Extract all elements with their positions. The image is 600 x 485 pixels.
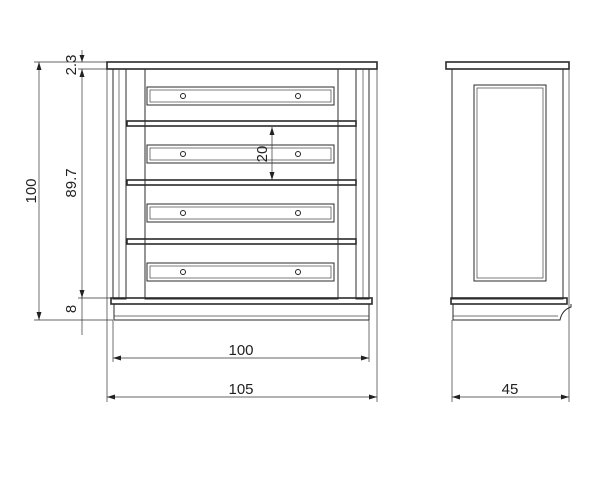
label-plinth-height: 8 [63, 305, 80, 313]
label-overall-width: 105 [228, 381, 253, 398]
label-body-height: 89.7 [63, 168, 80, 197]
dimension-lines [34, 50, 570, 402]
side-base-profile [452, 304, 572, 321]
shelf-1 [126, 120, 357, 127]
side-view [445, 61, 572, 321]
drawer-1 [146, 86, 335, 106]
label-inner-width: 100 [228, 342, 253, 359]
label-drawer-spacing: 20 [254, 146, 271, 163]
drawer-3-knob-right [295, 210, 301, 216]
drawer-2-knob-right [295, 151, 301, 157]
drawer-3 [146, 203, 335, 223]
side-top-slab [445, 61, 570, 70]
drawer-2-knob-left [180, 151, 186, 157]
drawer-2 [146, 144, 335, 164]
label-depth: 45 [502, 381, 519, 398]
side-plinth [450, 297, 568, 305]
front-inner-frame [144, 68, 339, 300]
side-panel [473, 84, 547, 282]
drawer-1-knob-right [295, 93, 301, 99]
shelf-3 [126, 238, 357, 245]
side-body [451, 68, 564, 300]
drawer-3-knob-left [180, 210, 186, 216]
drawer-4-knob-left [180, 269, 186, 275]
front-plinth [110, 297, 373, 305]
shelf-2 [126, 179, 357, 186]
front-top-slab [106, 61, 378, 70]
label-total-height: 100 [23, 178, 40, 203]
front-view [106, 61, 378, 321]
drawer-4 [146, 262, 335, 282]
front-left-post [112, 68, 127, 300]
front-right-post [355, 68, 370, 300]
label-top-thickness: 2.3 [63, 55, 80, 76]
drawer-4-knob-right [295, 269, 301, 275]
drawer-1-knob-left [180, 93, 186, 99]
